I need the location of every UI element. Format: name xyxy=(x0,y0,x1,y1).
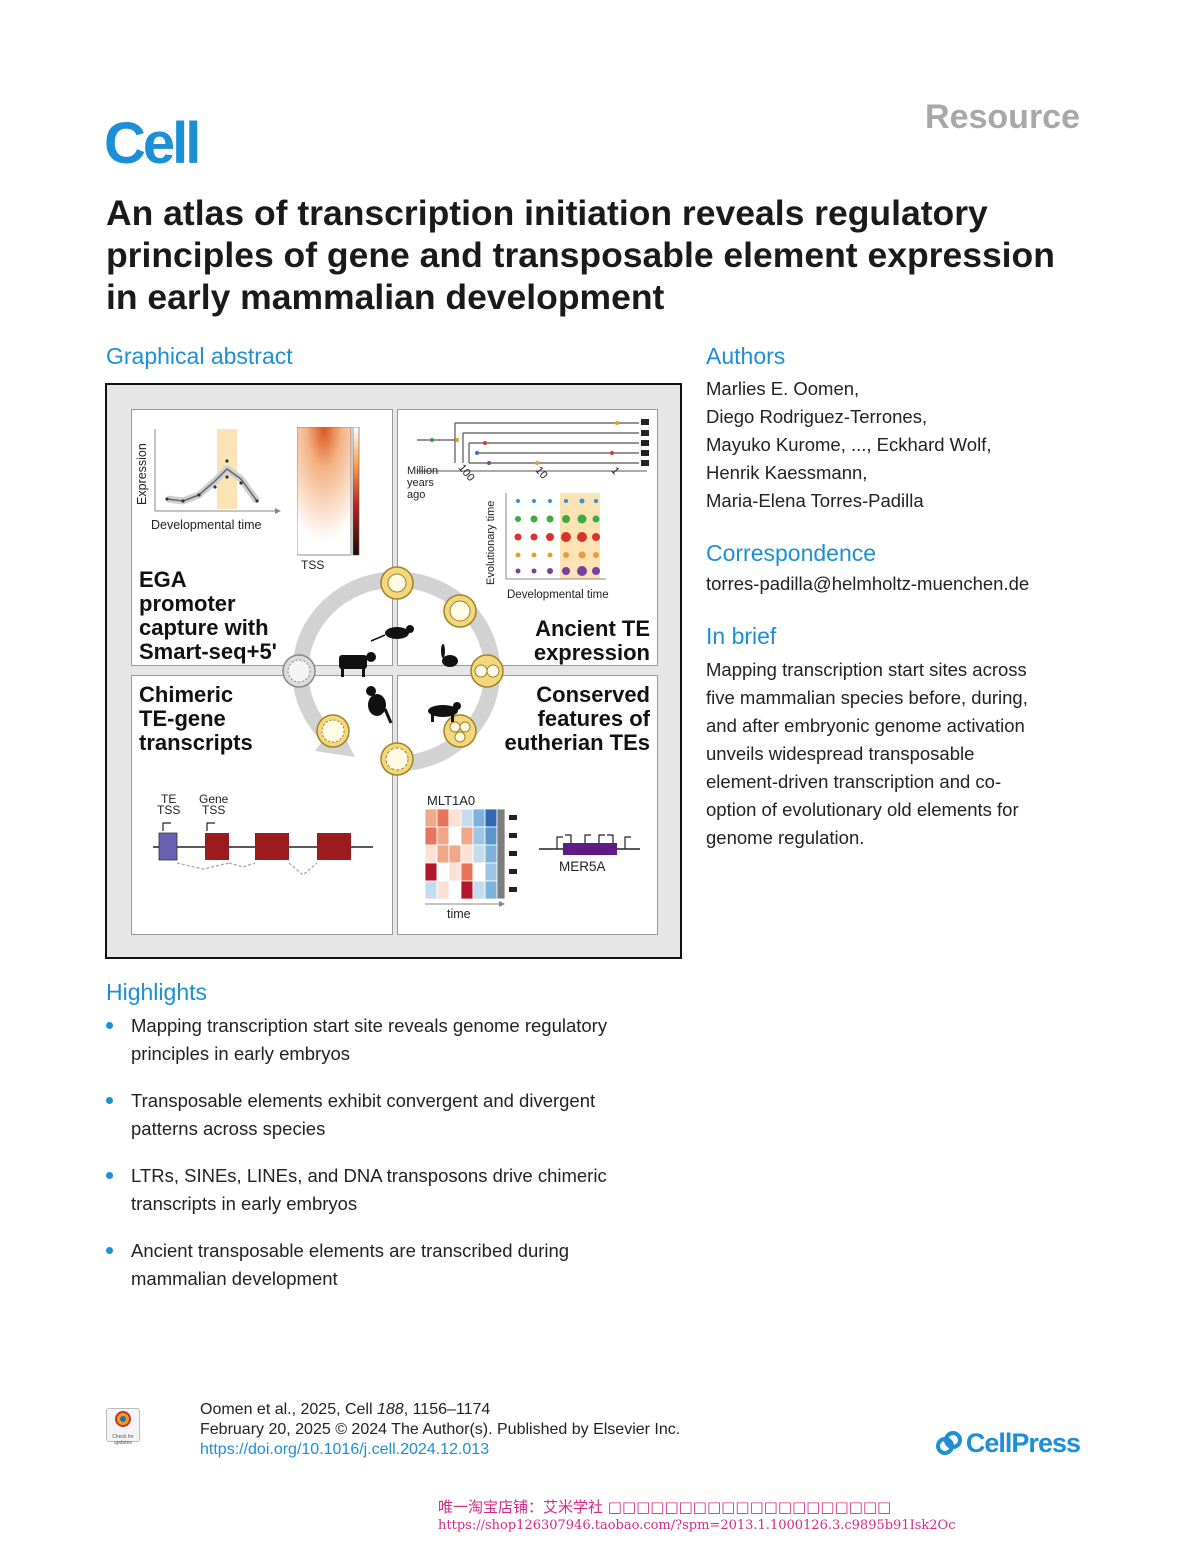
panel-bottom-left xyxy=(131,675,393,935)
gene-tss-label: Gene TSS xyxy=(199,792,229,817)
highlight-item: Ancient transposable elements are transc… xyxy=(106,1237,681,1293)
author-line: Mayuko Kurome, ..., Eckhard Wolf, xyxy=(706,434,992,455)
highlights-heading: Highlights xyxy=(106,979,207,1005)
chimeric-transcript-diagram xyxy=(153,822,373,876)
heatmap-time-label: time xyxy=(447,907,471,921)
million-years-label: Million years ago xyxy=(407,465,439,501)
panel-top-right xyxy=(397,409,658,666)
highlight-item: LTRs, SINEs, LINEs, and DNA transposons … xyxy=(106,1162,681,1218)
bullet-icon xyxy=(106,1022,113,1029)
author-line: Diego Rodriguez-Terrones, xyxy=(706,406,928,427)
mer5a-label: MER5A xyxy=(559,859,606,874)
in-brief-text: Mapping transcription start sites across… xyxy=(706,659,1028,848)
citation-line: Oomen et al., 2025, Cell 188, 1156–1174 xyxy=(200,1401,491,1418)
date-line: February 20, 2025 © 2024 The Author(s). … xyxy=(200,1421,681,1438)
highlights-list: Mapping transcription start site reveals… xyxy=(106,1012,681,1312)
article-type: Resource xyxy=(925,98,1080,136)
embryo-stages xyxy=(282,566,504,776)
authors-list: Marlies E. Oomen, Diego Rodriguez-Terron… xyxy=(706,375,992,515)
check-updates-icon xyxy=(115,1411,131,1427)
mer5a-diagram xyxy=(539,834,640,855)
bullet-icon xyxy=(106,1097,113,1104)
bullet-icon xyxy=(106,1172,113,1179)
highlight-item: Transposable elements exhibit convergent… xyxy=(106,1087,681,1143)
panel-bl-title: Chimeric TE-gene transcripts xyxy=(139,682,253,755)
author-line: Henrik Kaessmann, xyxy=(706,462,868,483)
development-cycle xyxy=(282,566,504,776)
expression-axis-label: Expression xyxy=(135,443,149,505)
check-for-updates-button[interactable]: Check for updates xyxy=(106,1408,140,1446)
tss-label: TSS xyxy=(301,558,325,572)
watermark-line-2[interactable]: https://shop126307946.taobao.com/?spm=20… xyxy=(438,1518,956,1533)
species-silhouettes xyxy=(339,625,461,724)
journal-logo: Cell xyxy=(104,111,201,176)
graphical-abstract: Expression Developmental time TSS EGA pr… xyxy=(105,383,682,959)
te-dot-matrix xyxy=(505,493,606,580)
panel-tr-title: Ancient TE expression xyxy=(533,616,650,665)
in-brief-heading: In brief xyxy=(706,623,777,649)
watermark-line-1: 唯一淘宝店铺：艾米学社 □□□□□□□□□□□□□□□□□□□□ xyxy=(438,1498,892,1516)
te-tss-label: TE TSS xyxy=(157,792,181,817)
authors-heading: Authors xyxy=(706,343,786,369)
highlight-item: Mapping transcription start site reveals… xyxy=(106,1012,681,1068)
correspondence-heading: Correspondence xyxy=(706,540,877,566)
tr-developmental-time-label: Developmental time xyxy=(507,589,609,601)
author-line: Marlies E. Oomen, xyxy=(706,378,860,399)
bullet-icon xyxy=(106,1247,113,1254)
doi-link[interactable]: https://doi.org/10.1016/j.cell.2024.12.0… xyxy=(200,1441,490,1458)
article-title: An atlas of transcription initiation rev… xyxy=(106,193,1055,317)
expression-plot xyxy=(154,429,281,514)
mlt1a0-label: MLT1A0 xyxy=(427,793,476,808)
panel-tl-title: EGA promoter capture with Smart-seq+5' xyxy=(139,567,277,664)
mlt1a0-heatmap xyxy=(425,809,517,907)
cellpress-logo[interactable]: CellPress xyxy=(935,1428,1081,1459)
tss-heatmap xyxy=(297,427,360,556)
graphical-abstract-heading: Graphical abstract xyxy=(106,343,293,369)
correspondence-email[interactable]: torres-padilla@helmholtz-muenchen.de xyxy=(706,573,1030,594)
author-line: Maria-Elena Torres-Padilla xyxy=(706,490,924,511)
panel-br-title: Conserved features of eutherian TEs xyxy=(504,682,650,755)
cellpress-icon xyxy=(935,1431,962,1455)
phylogeny-tree xyxy=(417,419,649,472)
developmental-time-label: Developmental time xyxy=(151,518,262,532)
